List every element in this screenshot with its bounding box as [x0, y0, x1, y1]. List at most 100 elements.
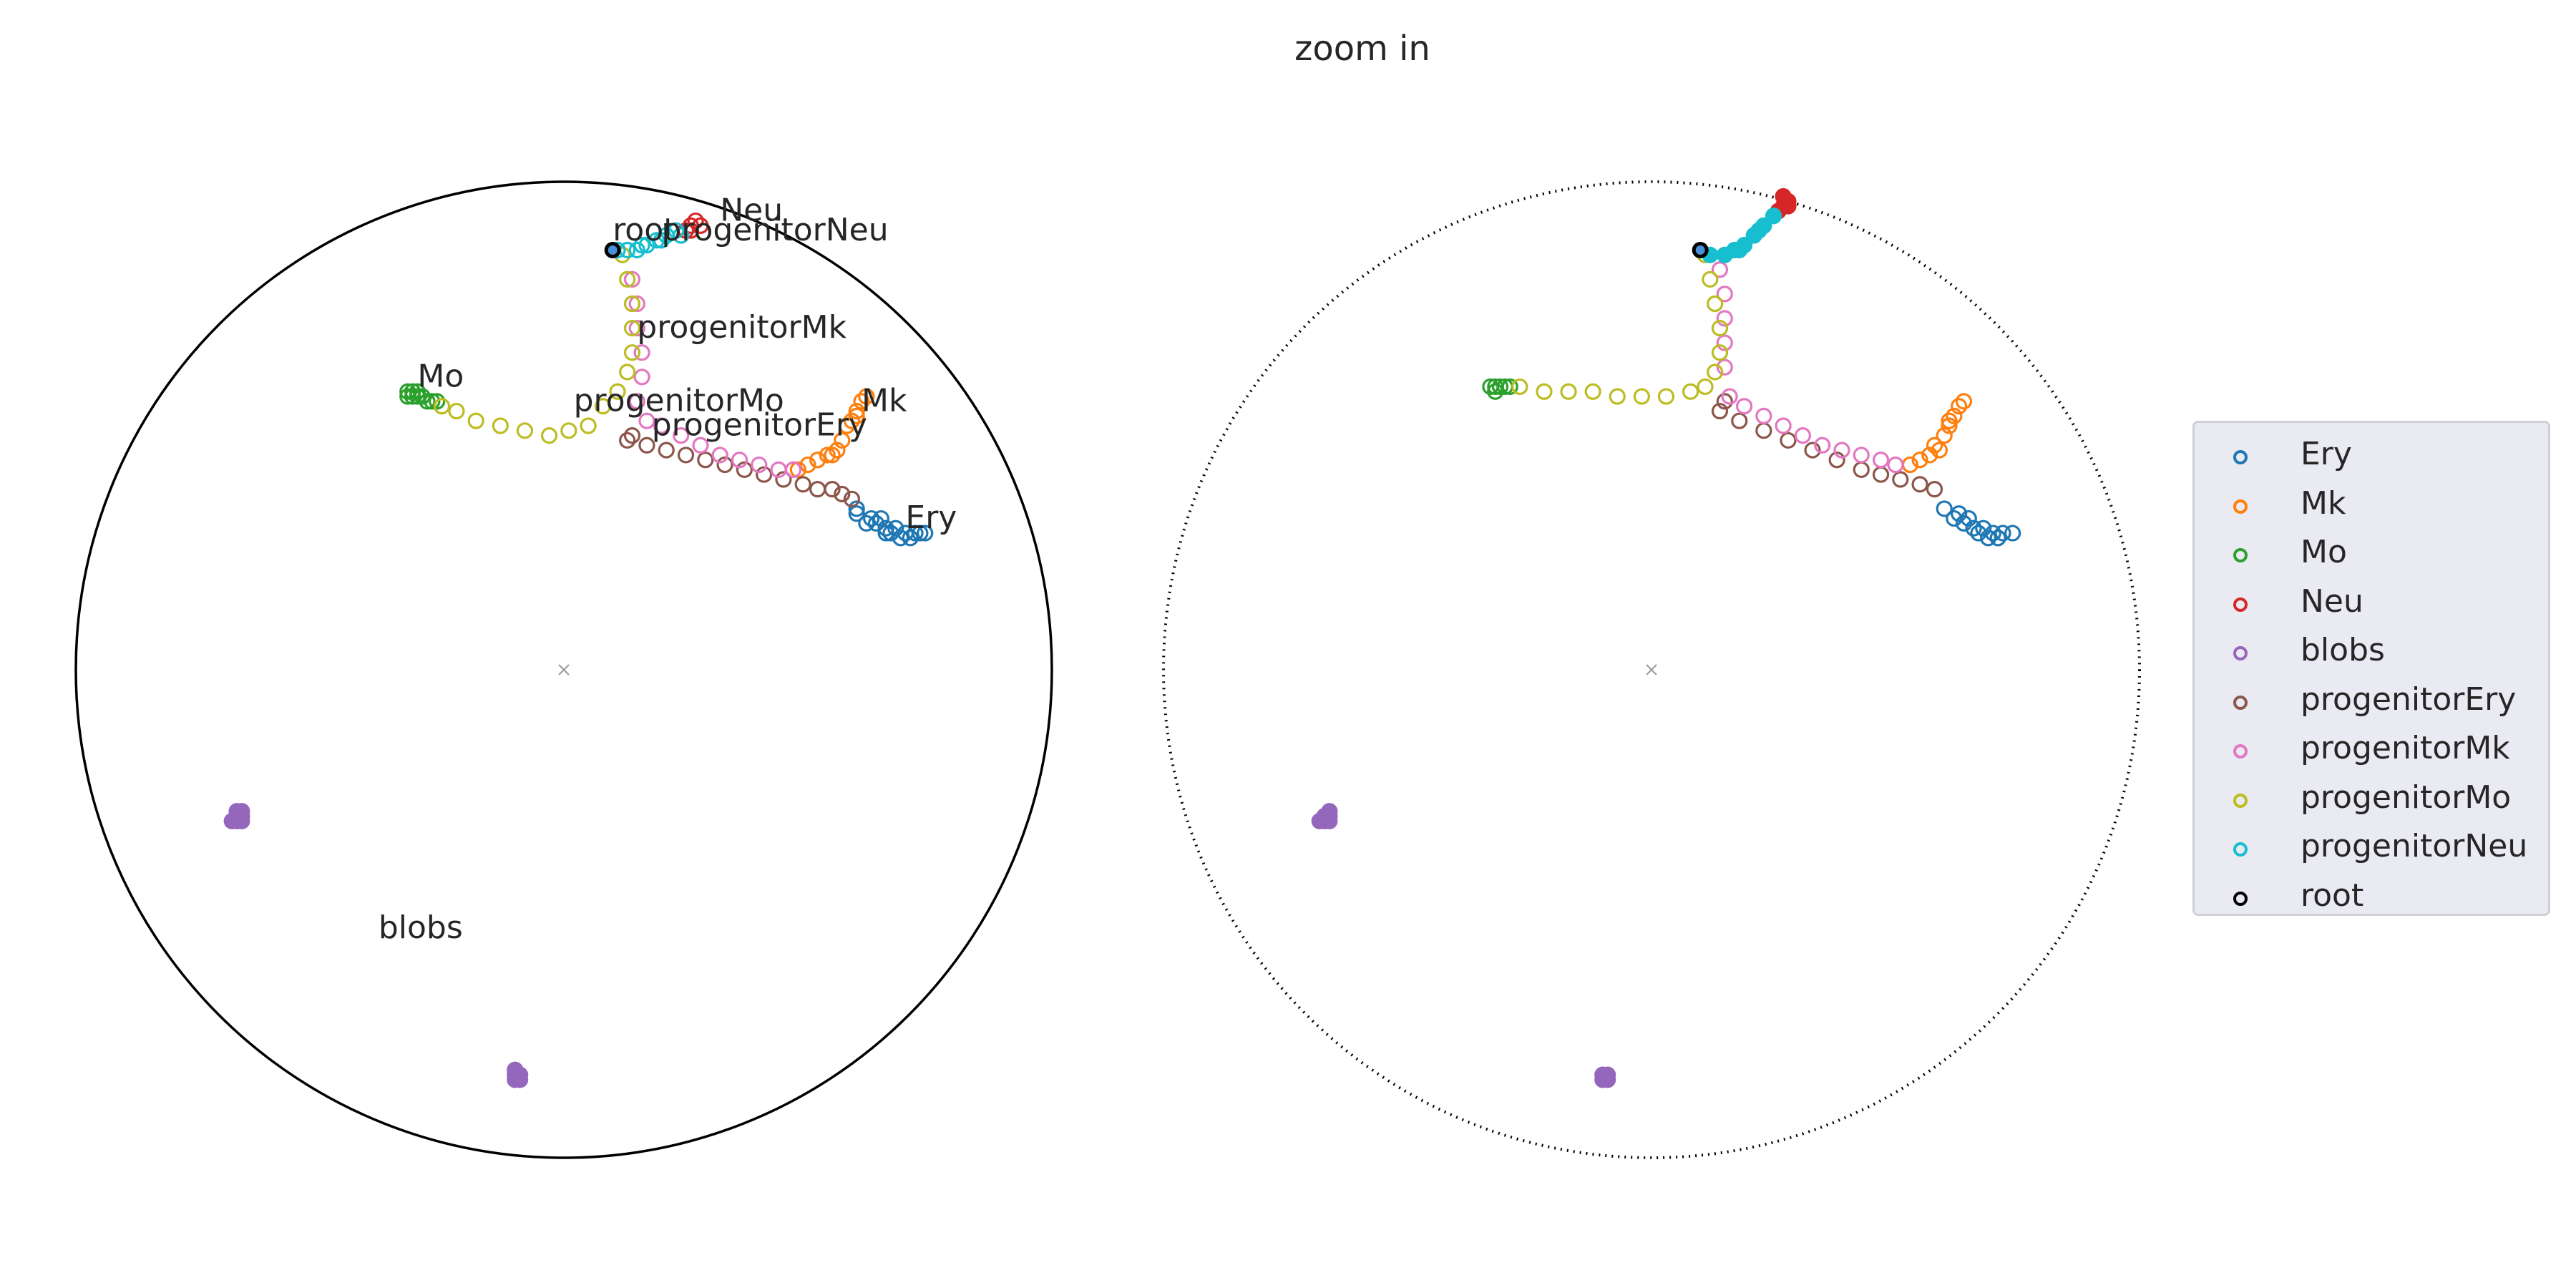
point-progenitorery	[1828, 452, 1845, 469]
right-disk-plot	[1162, 180, 2141, 1159]
legend-label: blobs	[2301, 632, 2385, 668]
point-ery	[1965, 519, 1982, 537]
point-progenitormo	[1511, 378, 1528, 396]
legend-item-mk: Mk	[2195, 482, 2548, 531]
point-progenitormk	[1716, 358, 1733, 376]
point-progenitorery	[1804, 441, 1821, 459]
point-progenitormk	[784, 461, 802, 478]
point-progenitormo	[623, 344, 641, 361]
point-progenitormo	[540, 427, 558, 444]
point-progenitormo	[1711, 320, 1729, 337]
point-progenitormo	[1707, 295, 1724, 313]
cluster-label-progenitorneu: progenitorNeu	[661, 212, 888, 248]
legend-marker-progenitormk	[2233, 744, 2248, 758]
series-root	[604, 241, 621, 258]
point-mo	[1501, 378, 1518, 396]
point-progenitorery	[677, 447, 695, 464]
point-ery	[877, 519, 894, 537]
point-ery	[1970, 525, 1987, 542]
point-ery	[912, 525, 929, 542]
point-progenitormo	[516, 422, 534, 439]
point-ery	[1960, 509, 1977, 527]
point-progenitormk	[1887, 456, 1904, 474]
point-mk	[1936, 427, 1953, 444]
point-progenitormk	[751, 456, 768, 474]
point-progenitormo	[1657, 388, 1675, 405]
point-blobs	[1311, 812, 1328, 830]
legend-item-progenitorery: progenitorEry	[2195, 678, 2548, 727]
series-progenitorery	[619, 427, 860, 507]
point-ery	[907, 525, 924, 542]
point-ery	[1936, 500, 1953, 517]
legend-marker-mk	[2233, 499, 2248, 514]
point-progenitormo	[619, 364, 636, 381]
legend-marker-blobs	[2233, 646, 2248, 660]
point-progenitorery	[1755, 422, 1772, 439]
point-ery	[892, 530, 909, 547]
point-ery	[848, 505, 865, 522]
series-progenitorery	[1711, 393, 1943, 498]
point-progenitorery	[619, 431, 636, 449]
point-progenitormo	[623, 320, 641, 337]
point-progenitorery	[824, 481, 841, 498]
point-progenitormo	[1584, 383, 1601, 400]
point-progenitormk	[628, 295, 645, 313]
point-progenitormk	[638, 412, 655, 429]
legend-marker-progenitorery	[2233, 695, 2248, 710]
point-progenitormk	[633, 369, 650, 386]
point-mk	[1921, 447, 1938, 464]
series-blobs	[223, 803, 529, 1088]
point-progenitorneu	[1765, 208, 1782, 225]
disk-boundary	[74, 180, 1053, 1159]
point-mk	[1911, 452, 1928, 469]
point-progenitorery	[1711, 402, 1729, 420]
point-ery	[1979, 530, 1997, 547]
legend-label: Mk	[2301, 484, 2346, 522]
point-progenitorery	[834, 485, 851, 503]
point-mk	[1941, 417, 1958, 434]
point-progenitorery	[809, 481, 826, 498]
point-progenitormk	[653, 417, 670, 434]
point-progenitorneu	[1750, 222, 1767, 239]
point-progenitormo	[1633, 388, 1650, 405]
series-root	[1692, 241, 1709, 258]
point-progenitorery	[1780, 431, 1797, 449]
point-mo	[414, 388, 431, 405]
point-progenitorery	[623, 427, 641, 444]
point-ery	[867, 514, 885, 532]
disk-boundary	[1162, 180, 2141, 1159]
point-progenitorery	[1911, 476, 1928, 493]
point-mo	[409, 388, 426, 405]
point-mk	[789, 461, 806, 478]
cluster-label-progenitorery: progenitorEry	[652, 407, 867, 444]
point-progenitormo	[1560, 383, 1577, 400]
point-root	[604, 241, 621, 258]
point-progenitorneu	[673, 227, 690, 244]
point-blobs	[1321, 803, 1338, 820]
legend-label: progenitorMk	[2301, 730, 2510, 766]
point-progenitormk	[1735, 398, 1753, 415]
point-progenitorery	[1892, 471, 1909, 488]
point-neu	[682, 217, 699, 234]
point-progenitorery	[1716, 393, 1733, 410]
point-ery	[877, 525, 894, 542]
legend-label: progenitorNeu	[2301, 828, 2528, 864]
point-progenitormk	[1775, 417, 1792, 434]
legend-label: root	[2301, 877, 2364, 914]
point-ery	[1994, 525, 2011, 542]
point-ery	[848, 500, 865, 517]
point-progenitormo	[1697, 378, 1714, 396]
series-progenitormo	[1511, 246, 1729, 405]
point-mk	[1951, 398, 1968, 415]
point-blobs	[507, 1061, 524, 1078]
legend-item-ery: Ery	[2195, 433, 2548, 482]
point-progenitormk	[731, 452, 748, 469]
point-mk	[809, 452, 826, 469]
legend-marker-progenitorneu	[2233, 842, 2248, 857]
legend-marker-neu	[2233, 597, 2248, 612]
point-mo	[404, 388, 421, 405]
point-progenitorery	[736, 461, 753, 478]
point-progenitormo	[623, 295, 641, 313]
point-neu	[692, 217, 709, 234]
point-progenitormo	[1682, 383, 1699, 400]
